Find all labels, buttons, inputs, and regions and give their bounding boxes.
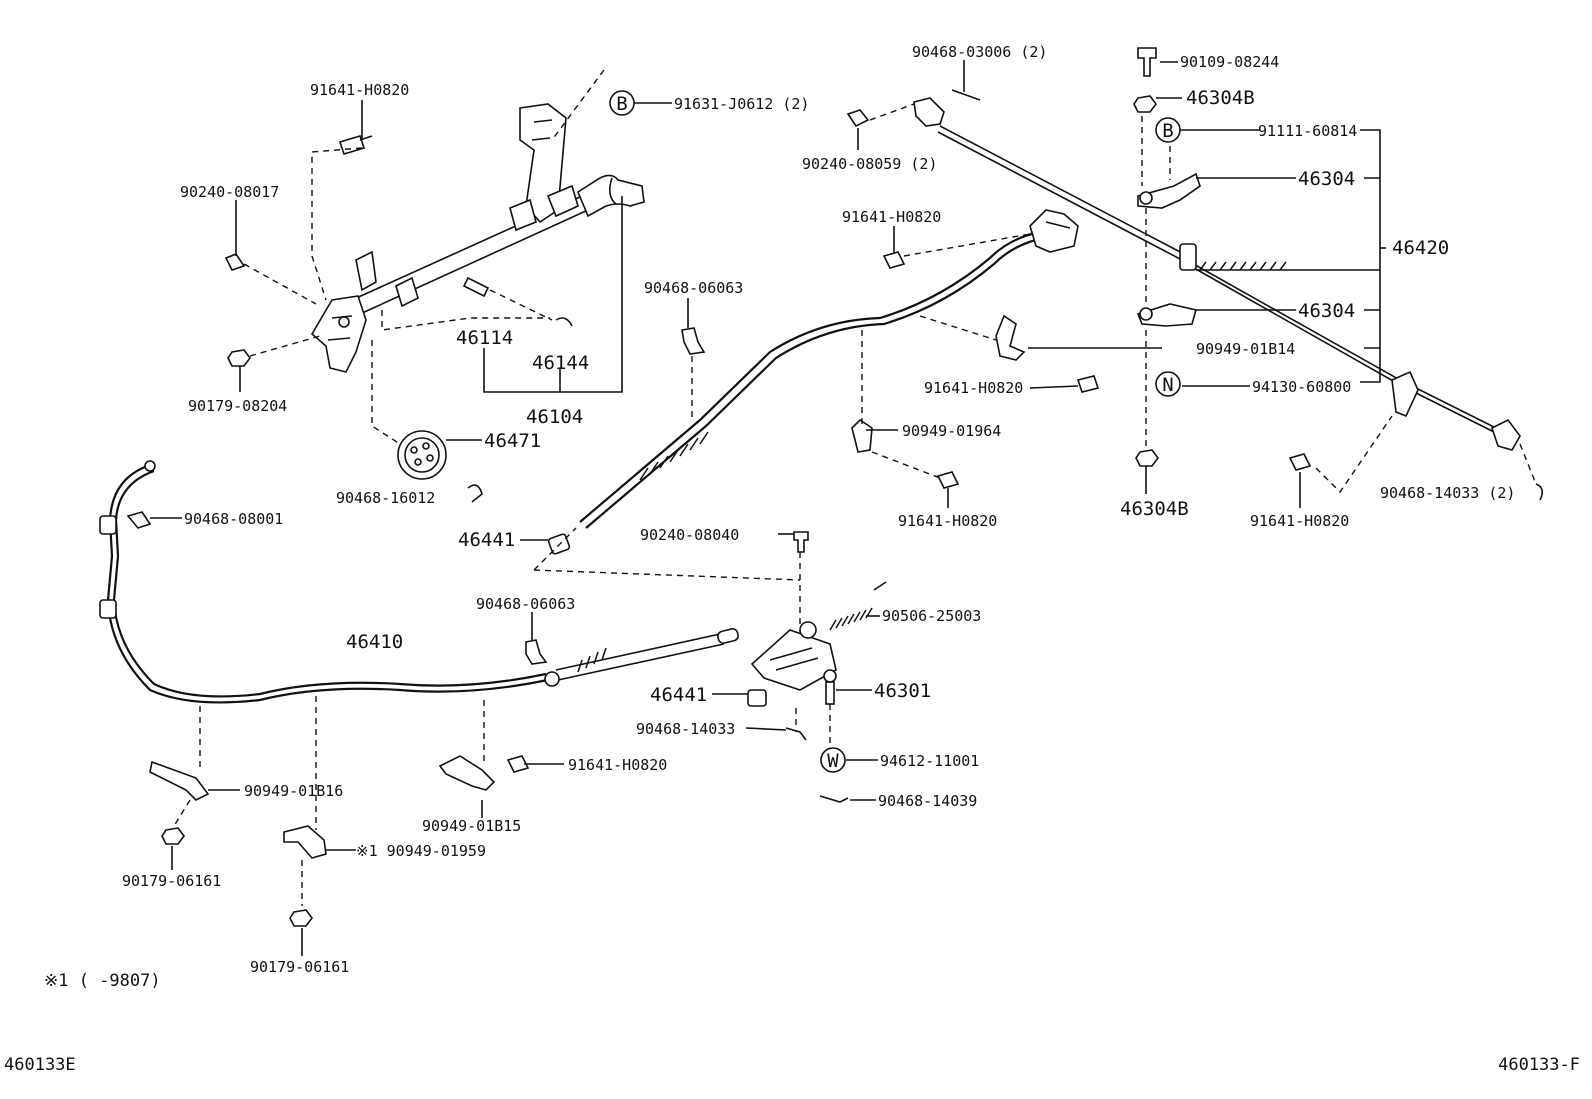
parking-brake-lever — [310, 103, 645, 373]
callout-b-right: B — [1162, 120, 1173, 142]
label-46304-lower: 46304 — [1298, 300, 1355, 322]
label-90506-25003: 90506-25003 — [882, 607, 981, 625]
label-46471: 46471 — [484, 430, 541, 452]
label-90179-06161-a: 90179-06161 — [122, 872, 221, 890]
label-90468-16012: 90468-16012 — [336, 489, 435, 507]
label-46114: 46114 — [456, 327, 513, 349]
assembly-lines — [173, 69, 1537, 906]
front-cable — [547, 209, 1079, 555]
label-90949-01b14: 90949-01B14 — [1196, 340, 1295, 358]
label-91641-h0820-low: 91641-H0820 — [568, 756, 667, 774]
callout-circles — [609, 90, 1181, 773]
label-91641-h0820-mid: 91641-H0820 — [842, 208, 941, 226]
label-46410: 46410 — [346, 631, 403, 653]
callout-n: N — [1162, 374, 1173, 396]
label-90949-01964: 90949-01964 — [902, 422, 1001, 440]
label-46304-upper: 46304 — [1298, 168, 1355, 190]
label-46420: 46420 — [1392, 237, 1449, 259]
leader-lines — [150, 60, 1386, 956]
label-90179-08204: 90179-08204 — [188, 397, 287, 415]
label-94612-11001: 94612-11001 — [880, 752, 979, 770]
label-90468-06063-lower: 90468-06063 — [476, 595, 575, 613]
label-91631-j0612: 91631-J0612 (2) — [674, 95, 809, 113]
label-91641-h0820-top: 91641-H0820 — [310, 81, 409, 99]
label-90179-06161-b: 90179-06161 — [250, 958, 349, 976]
equalizer — [747, 531, 887, 803]
cable-drum — [397, 430, 447, 480]
right-cable — [913, 97, 1521, 451]
label-90240-08040: 90240-08040 — [640, 526, 739, 544]
label-90468-14033-right: 90468-14033 (2) — [1380, 484, 1515, 502]
label-90240-08059: 90240-08059 (2) — [802, 155, 937, 173]
label-90109-08244: 90109-08244 — [1180, 53, 1279, 71]
label-90468-08001: 90468-08001 — [184, 510, 283, 528]
callout-w: W — [827, 750, 839, 772]
label-46144: 46144 — [532, 352, 589, 374]
label-91641-h0820-right1: 91641-H0820 — [924, 379, 1023, 397]
label-46304b-top: 46304B — [1186, 87, 1255, 109]
part-labels: 91641-H0820 91631-J0612 (2) 90240-08017 … — [122, 43, 1515, 976]
bracket-assembly-46304 — [1133, 47, 1201, 467]
label-90949-01959: ※1 90949-01959 — [356, 842, 486, 860]
label-91641-h0820-right2: 91641-H0820 — [898, 512, 997, 530]
figure-code-right: 460133-F — [1498, 1055, 1580, 1075]
footnote: ※1 ( -9807) — [44, 971, 161, 991]
label-46301: 46301 — [874, 680, 931, 702]
label-90468-14033-lower: 90468-14033 — [636, 720, 735, 738]
label-90949-01b16: 90949-01B16 — [244, 782, 343, 800]
label-46441-upper: 46441 — [458, 529, 515, 551]
label-90468-14039: 90468-14039 — [878, 792, 977, 810]
label-90468-06063-upper: 90468-06063 — [644, 279, 743, 297]
label-46304b-bottom: 46304B — [1120, 498, 1189, 520]
label-90240-08017: 90240-08017 — [180, 183, 279, 201]
figure-code-left: 460133E — [4, 1055, 76, 1075]
clips-and-bolts — [126, 89, 1544, 927]
label-94130-60800: 94130-60800 — [1252, 378, 1351, 396]
diagram-geometry — [99, 47, 1544, 956]
callout-letters: B B N W — [616, 93, 1173, 772]
label-90949-01b15: 90949-01B15 — [422, 817, 521, 835]
label-90468-03006: 90468-03006 (2) — [912, 43, 1047, 61]
label-46104: 46104 — [526, 406, 583, 428]
label-91641-h0820-right3: 91641-H0820 — [1250, 512, 1349, 530]
rear-cable — [99, 460, 739, 704]
label-46441-lower: 46441 — [650, 684, 707, 706]
label-91111-60814: 91111-60814 — [1258, 122, 1357, 140]
callout-b-left: B — [616, 93, 627, 115]
